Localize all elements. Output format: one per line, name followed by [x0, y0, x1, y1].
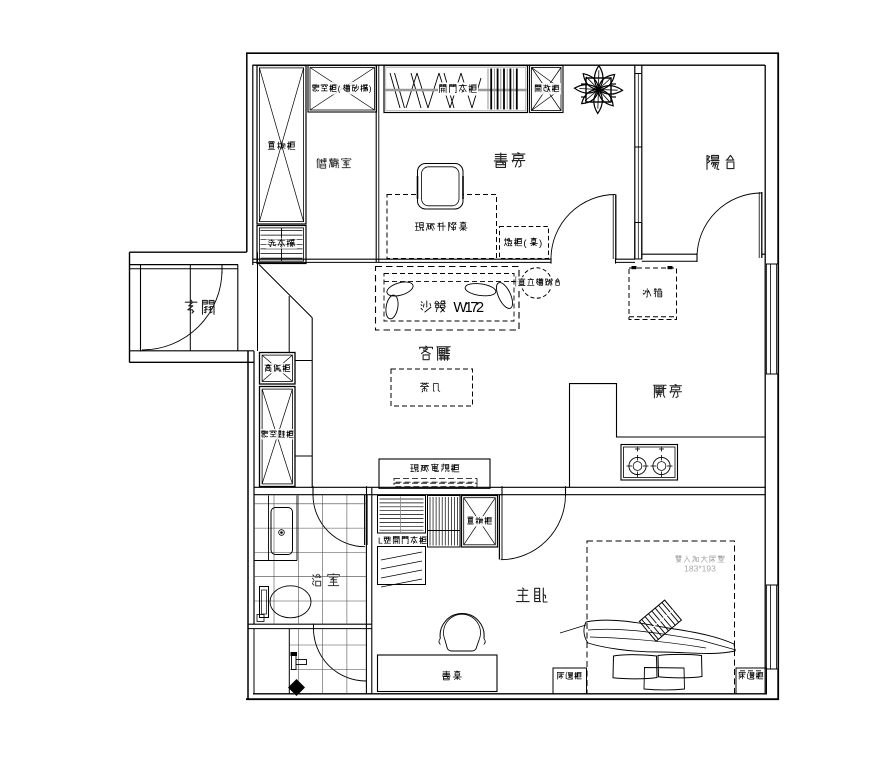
svg-text:(: ( [338, 84, 341, 94]
svg-text:L: L [378, 536, 383, 546]
svg-text:): ) [539, 238, 542, 249]
svg-text:183*193: 183*193 [684, 564, 716, 574]
svg-text:): ) [369, 84, 372, 94]
svg-text:W172: W172 [453, 300, 484, 316]
